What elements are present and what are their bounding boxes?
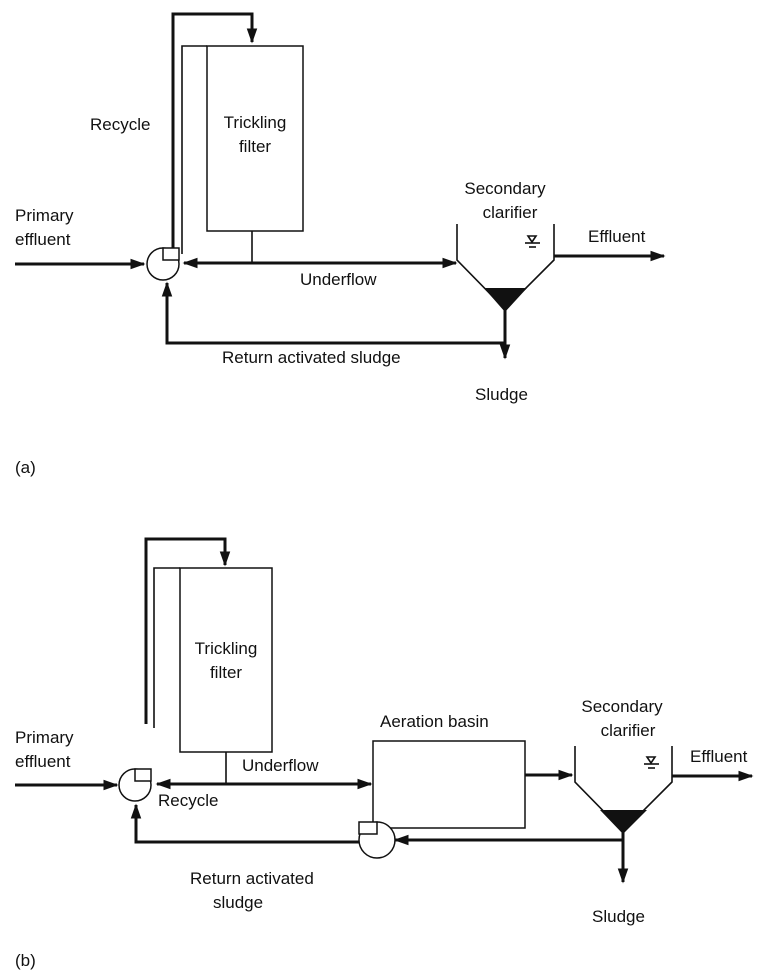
pump-b (118, 768, 152, 802)
return-sludge-label-b-2: sludge (213, 893, 263, 912)
clarifier-label-a-1: Secondary (464, 179, 546, 198)
aeration-basin (372, 740, 526, 829)
pump-to-filter-line-a (181, 45, 207, 254)
panel-b: Trickling filter Primary effluent Underf… (15, 537, 754, 970)
recycle-label-b: Recycle (158, 791, 218, 810)
primary-effluent-label-a-2: effluent (15, 230, 71, 249)
clarifier-label-b-2: clarifier (601, 721, 656, 740)
secondary-clarifier-a (456, 224, 555, 312)
return-pump-b (358, 821, 396, 859)
trickling-filter-b-label-2: filter (210, 663, 242, 682)
return-line-b-left (130, 803, 359, 844)
panel-a: Trickling filter Recycle Primary effluen… (15, 12, 666, 477)
aeration-basin-label: Aeration basin (380, 712, 489, 731)
panel-label-a: (a) (15, 458, 36, 477)
clarifier-label-b-1: Secondary (581, 697, 663, 716)
underflow-label-a: Underflow (300, 270, 377, 289)
return-sludge-label-a: Return activated sludge (222, 348, 401, 367)
primary-effluent-label-b-2: effluent (15, 752, 71, 771)
trickling-filter-b (179, 567, 273, 753)
trickling-filter-a-label-2: filter (239, 137, 271, 156)
return-sludge-label-b-1: Return activated (190, 869, 314, 888)
underflow-label-b: Underflow (242, 756, 319, 775)
recycle-loop-b (144, 537, 231, 724)
sludge-label-b: Sludge (592, 907, 645, 926)
recycle-label-a: Recycle (90, 115, 150, 134)
primary-effluent-label-b-1: Primary (15, 728, 74, 747)
clarifier-label-a-2: clarifier (483, 203, 538, 222)
trickling-filter-a (206, 45, 304, 232)
recycle-line-a (171, 12, 258, 250)
return-sludge-line-a (161, 281, 505, 345)
trickling-filter-b-label-1: Trickling (195, 639, 258, 658)
primary-effluent-label-a-1: Primary (15, 206, 74, 225)
trickling-filter-a-label-1: Trickling (224, 113, 287, 132)
panel-label-b: (b) (15, 951, 36, 970)
pump-to-filter-line-b (153, 567, 180, 728)
pump-a (146, 247, 180, 281)
effluent-label-a: Effluent (588, 227, 646, 246)
effluent-label-b: Effluent (690, 747, 748, 766)
sludge-label-a: Sludge (475, 385, 528, 404)
secondary-clarifier-b (574, 746, 673, 834)
